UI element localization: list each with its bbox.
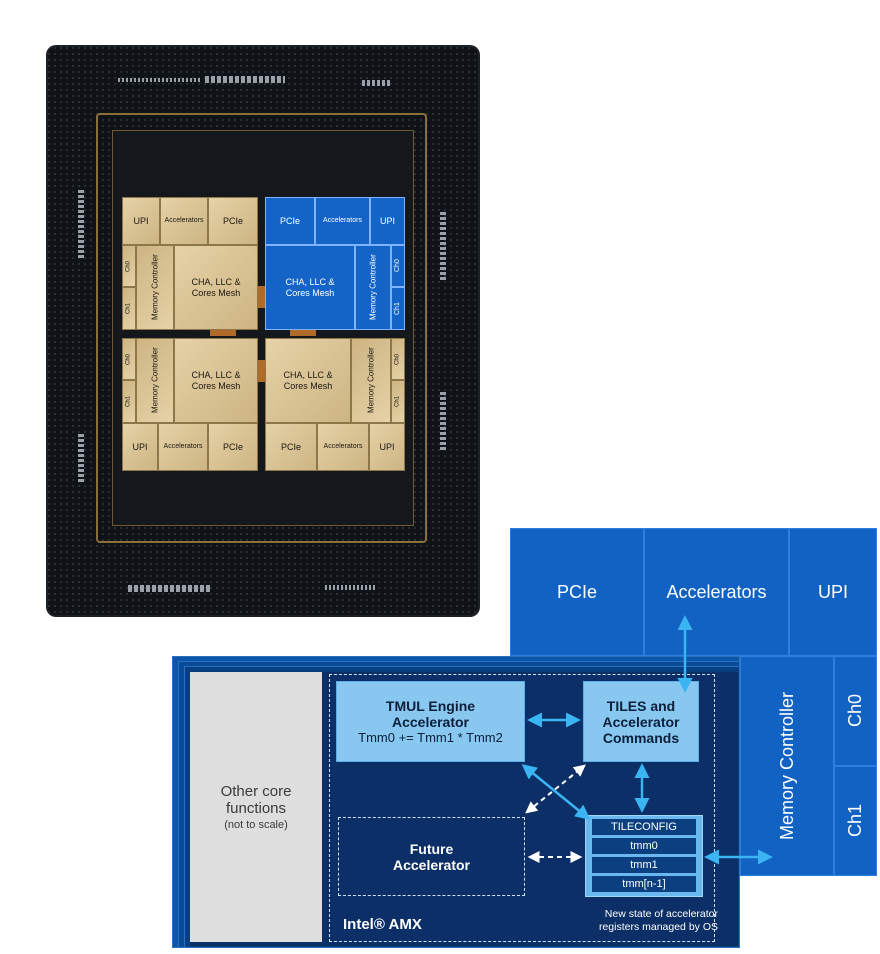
- expanded-upi-label: UPI: [817, 581, 848, 602]
- chip-contact-strip: [128, 585, 212, 592]
- die-interconnect-pad: [258, 360, 266, 382]
- tile-tl-pcie: PCIe: [208, 197, 258, 245]
- expanded-memory-controller: Memory Controller: [740, 656, 834, 876]
- chip-contact-strip: [78, 188, 84, 258]
- tile-tr-pcie: PCIe: [265, 197, 315, 245]
- other-core-line2: functions: [225, 800, 287, 817]
- die-interconnect-pad: [290, 328, 316, 336]
- expanded-ch0: Ch0: [834, 656, 877, 766]
- chip-contact-strip: [440, 390, 446, 450]
- register-tmm-n-1: tmm[n-1]: [592, 876, 696, 892]
- chip-contact-strip: [78, 432, 84, 482]
- chip-contact-strip: [440, 210, 446, 280]
- chip-contact-strip: [362, 80, 392, 86]
- tmul-formula: Tmm0 += Tmm1 * Tmm2: [358, 730, 503, 745]
- tiles-line3: Commands: [602, 729, 680, 746]
- tile-br-pcie: PCIe: [265, 423, 317, 471]
- chip-contact-strip: [325, 585, 377, 590]
- tile-tr-cha: CHA, LLC & Cores Mesh: [265, 245, 355, 330]
- chip-heat-spreader-outline: [96, 113, 427, 543]
- register-stack: TILECONFIG tmm0 tmm1 tmm[n-1]: [585, 815, 703, 897]
- chip-contact-strip: [118, 78, 200, 82]
- tile-tl-upi: UPI: [122, 197, 160, 245]
- register-note-line2: registers managed by OS: [598, 921, 718, 933]
- future-accelerator-box: Future Accelerator: [338, 817, 525, 896]
- tmul-engine-box: TMUL Engine Accelerator Tmm0 += Tmm1 * T…: [336, 681, 525, 762]
- expanded-pcie-label: PCIe: [556, 581, 598, 602]
- amx-region-outline: [329, 674, 715, 942]
- tile-br-cha: CHA, LLC & Cores Mesh: [265, 338, 351, 423]
- tile-bl-pcie: PCIe: [208, 423, 258, 471]
- register-tmm0: tmm0: [592, 838, 696, 854]
- arrow-future-tiles: [525, 764, 586, 814]
- tile-br-accelerators: Accelerators: [317, 423, 369, 471]
- arrow-tmul-registers: [521, 764, 591, 820]
- tmul-title-line2: Accelerator: [391, 714, 470, 730]
- tile-bl-cha: CHA, LLC & Cores Mesh: [174, 338, 258, 423]
- other-core-note: (not to scale): [224, 819, 288, 831]
- expanded-pcie: PCIe: [510, 528, 644, 656]
- tile-tl-cha: CHA, LLC & Cores Mesh: [174, 245, 258, 330]
- register-note-line1: New state of accelerator: [604, 908, 718, 920]
- expanded-ch1: Ch1: [834, 766, 877, 876]
- expanded-accelerators: Accelerators: [644, 528, 789, 656]
- expanded-upi: UPI: [789, 528, 877, 656]
- tiles-commands-box: TILES and Accelerator Commands: [583, 681, 699, 762]
- register-tileconfig: TILECONFIG: [592, 819, 696, 835]
- die-interconnect-pad: [258, 286, 266, 308]
- die-interconnect-pad: [210, 328, 236, 336]
- future-line2: Accelerator: [392, 856, 471, 873]
- register-note: New state of accelerator registers manag…: [552, 908, 718, 934]
- future-line1: Future: [409, 840, 454, 857]
- tile-tr-upi: UPI: [370, 197, 405, 245]
- amx-label: Intel® AMX: [343, 916, 422, 933]
- tile-tl-accelerators: Accelerators: [160, 197, 208, 245]
- tile-br-upi: UPI: [369, 423, 405, 471]
- other-core-line1: Other core: [220, 783, 292, 800]
- tile-bl-accelerators: Accelerators: [158, 423, 208, 471]
- other-core-functions-box: Other core functions (not to scale): [190, 672, 322, 942]
- tile-bl-upi: UPI: [122, 423, 158, 471]
- tmul-title-line1: TMUL Engine: [385, 698, 476, 714]
- tiles-line1: TILES and: [606, 697, 676, 714]
- expanded-accelerators-label: Accelerators: [666, 581, 767, 602]
- register-tmm1: tmm1: [592, 857, 696, 873]
- tile-tr-accelerators: Accelerators: [315, 197, 370, 245]
- chip-contact-strip: [205, 76, 285, 83]
- tiles-line2: Accelerator: [602, 713, 680, 730]
